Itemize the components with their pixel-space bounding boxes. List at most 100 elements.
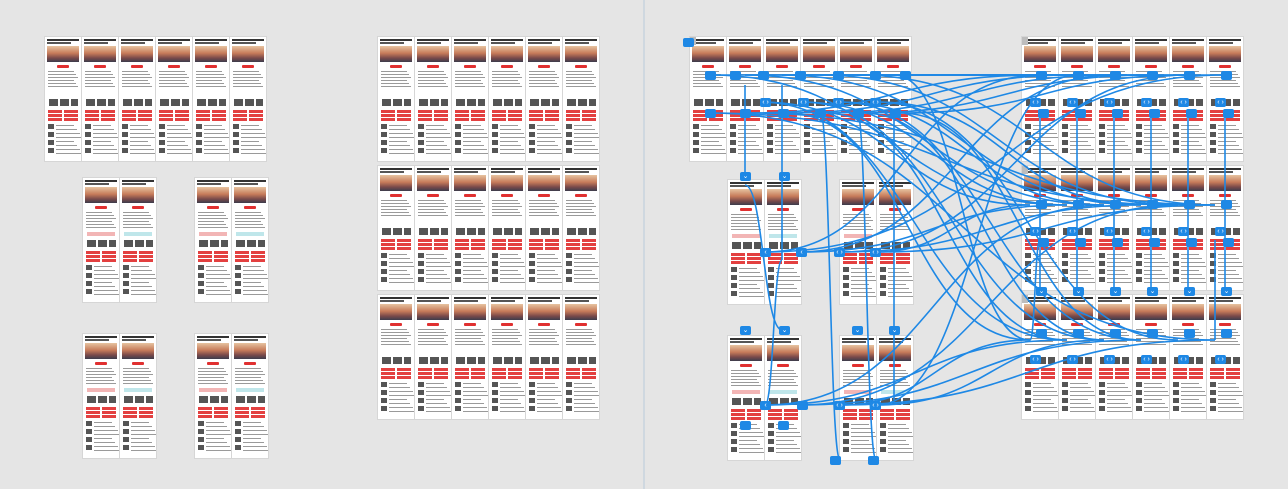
prototype-hotspot[interactable]: ‹ › <box>1067 227 1078 236</box>
prototype-hotspot[interactable] <box>1110 329 1121 338</box>
prototype-hotspot[interactable] <box>705 71 716 80</box>
prototype-hotspot[interactable]: ⌄ <box>740 326 751 335</box>
prototype-hotspot[interactable] <box>900 71 911 80</box>
prototype-hotspot[interactable] <box>853 109 864 118</box>
artboard-thumbnail[interactable]: ••• <box>563 37 599 161</box>
prototype-hotspot[interactable]: ‹ › <box>1178 355 1189 364</box>
prototype-hotspot[interactable] <box>1221 200 1232 209</box>
prototype-hotspot[interactable] <box>1221 71 1232 80</box>
artboard-thumbnail[interactable]: ••• <box>840 180 876 304</box>
prototype-hotspot[interactable] <box>1038 238 1049 247</box>
artboard-thumbnail[interactable]: ••• <box>526 166 562 290</box>
prototype-hotspot[interactable] <box>778 109 789 118</box>
prototype-hotspot[interactable] <box>815 109 826 118</box>
artboard-thumbnail[interactable]: ••• <box>840 336 876 460</box>
prototype-hotspot[interactable] <box>1147 200 1158 209</box>
prototype-hotspot[interactable] <box>833 71 844 80</box>
artboard-thumbnail[interactable]: ••• <box>120 178 156 302</box>
prototype-hotspot[interactable] <box>830 456 841 465</box>
prototype-hotspot[interactable] <box>1184 329 1195 338</box>
prototype-hotspot[interactable]: ⌄ <box>1110 287 1121 296</box>
prototype-hotspot[interactable] <box>1184 200 1195 209</box>
artboard-thumbnail[interactable]: ••• <box>83 334 119 458</box>
artboard-thumbnail[interactable]: ••• <box>728 180 764 304</box>
artboard-thumbnail[interactable]: ••• <box>489 295 525 419</box>
artboard-thumbnail[interactable]: ••• <box>765 180 801 304</box>
artboard-thumbnail[interactable]: ••• <box>378 37 414 161</box>
prototype-hotspot[interactable]: ‹ › <box>1104 98 1115 107</box>
prototype-hotspot[interactable]: ‹ › <box>1030 227 1041 236</box>
prototype-hotspot[interactable] <box>1184 71 1195 80</box>
prototype-hotspot[interactable] <box>1110 71 1121 80</box>
prototype-hotspot[interactable] <box>1073 200 1084 209</box>
prototype-hotspot[interactable]: ‹ › <box>1215 98 1226 107</box>
artboard-thumbnail[interactable]: ••• <box>83 178 119 302</box>
artboard-thumbnail[interactable]: ••• <box>563 166 599 290</box>
artboard-thumbnail[interactable]: ••• <box>378 295 414 419</box>
artboard-thumbnail[interactable]: ••• <box>765 336 801 460</box>
prototype-hotspot[interactable]: ⌄ <box>1147 287 1158 296</box>
prototype-hotspot[interactable]: ‹ › <box>1104 355 1115 364</box>
prototype-hotspot[interactable] <box>778 421 789 430</box>
prototype-hotspot[interactable] <box>1073 71 1084 80</box>
prototype-hotspot[interactable]: ⌄ <box>779 326 790 335</box>
prototype-hotspot[interactable]: ‹ <box>760 248 771 257</box>
prototype-hotspot[interactable] <box>1112 238 1123 247</box>
prototype-hotspot[interactable]: ‹ <box>796 248 807 257</box>
prototype-hotspot[interactable]: ‹ › <box>1030 355 1041 364</box>
prototype-hotspot[interactable]: ‹ › <box>1178 98 1189 107</box>
artboard-thumbnail[interactable]: ••• <box>378 166 414 290</box>
prototype-hotspot[interactable]: ⌄ <box>1073 287 1084 296</box>
prototype-hotspot[interactable] <box>1147 329 1158 338</box>
artboard-thumbnail[interactable]: ••• <box>232 334 268 458</box>
prototype-hotspot[interactable]: ‹ › <box>1067 98 1078 107</box>
prototype-hotspot[interactable] <box>1223 238 1234 247</box>
artboard-thumbnail[interactable]: ••• <box>232 178 268 302</box>
prototype-hotspot[interactable]: ‹ › <box>1141 355 1152 364</box>
prototype-hotspot[interactable]: ⌄ <box>1184 287 1195 296</box>
prototype-hotspot[interactable] <box>1221 329 1232 338</box>
prototype-hotspot[interactable]: ‹ › <box>1141 98 1152 107</box>
prototype-hotspot[interactable] <box>758 71 769 80</box>
prototype-hotspot[interactable] <box>1186 109 1197 118</box>
prototype-hotspot[interactable] <box>1075 109 1086 118</box>
artboard-thumbnail[interactable]: ••• <box>690 37 726 161</box>
prototype-hotspot[interactable]: ‹ › <box>798 98 809 107</box>
artboard-thumbnail[interactable]: ••• <box>563 295 599 419</box>
prototype-hotspot[interactable] <box>870 71 881 80</box>
artboard-thumbnail[interactable]: ••• <box>489 37 525 161</box>
artboard-thumbnail[interactable]: ••• <box>120 334 156 458</box>
artboard-thumbnail[interactable]: ••• <box>156 37 192 161</box>
artboard-thumbnail[interactable]: ••• <box>727 37 763 161</box>
prototype-hotspot[interactable] <box>890 109 901 118</box>
prototype-hotspot[interactable] <box>705 109 716 118</box>
prototype-hotspot[interactable] <box>1110 200 1121 209</box>
prototype-hotspot[interactable]: ‹ › <box>760 98 771 107</box>
prototype-hotspot[interactable]: ‹ › <box>870 98 881 107</box>
prototype-hotspot[interactable]: ⌄ <box>740 172 751 181</box>
artboard-thumbnail[interactable]: ••• <box>415 37 451 161</box>
prototype-hotspot[interactable]: ‹ › <box>1178 227 1189 236</box>
prototype-hotspot[interactable] <box>740 109 751 118</box>
prototype-hotspot[interactable] <box>1112 109 1123 118</box>
prototype-hotspot[interactable] <box>1075 238 1086 247</box>
prototype-hotspot[interactable]: ⌄ <box>779 172 790 181</box>
prototype-hotspot[interactable] <box>1186 238 1197 247</box>
prototype-hotspot[interactable]: ⌄ <box>852 326 863 335</box>
prototype-hotspot[interactable] <box>868 456 879 465</box>
artboard-thumbnail[interactable]: ••• <box>877 180 913 304</box>
artboard-thumbnail[interactable]: ••• <box>452 166 488 290</box>
prototype-hotspot[interactable] <box>740 421 751 430</box>
artboard-thumbnail[interactable]: ••• <box>45 37 81 161</box>
prototype-hotspot[interactable] <box>1149 109 1160 118</box>
prototype-hotspot[interactable]: ‹ › <box>870 248 881 257</box>
prototype-hotspot[interactable]: ⌄ <box>1036 287 1047 296</box>
prototype-hotspot[interactable]: ‹ › <box>833 98 844 107</box>
artboard-thumbnail[interactable]: ••• <box>452 295 488 419</box>
prototype-hotspot[interactable] <box>1223 109 1234 118</box>
artboard-thumbnail[interactable]: ••• <box>526 295 562 419</box>
artboard-thumbnail[interactable]: ••• <box>230 37 266 161</box>
prototype-hotspot[interactable]: ‹ <box>760 401 771 410</box>
artboard-thumbnail[interactable]: ••• <box>526 37 562 161</box>
artboard-thumbnail[interactable]: ••• <box>195 334 231 458</box>
